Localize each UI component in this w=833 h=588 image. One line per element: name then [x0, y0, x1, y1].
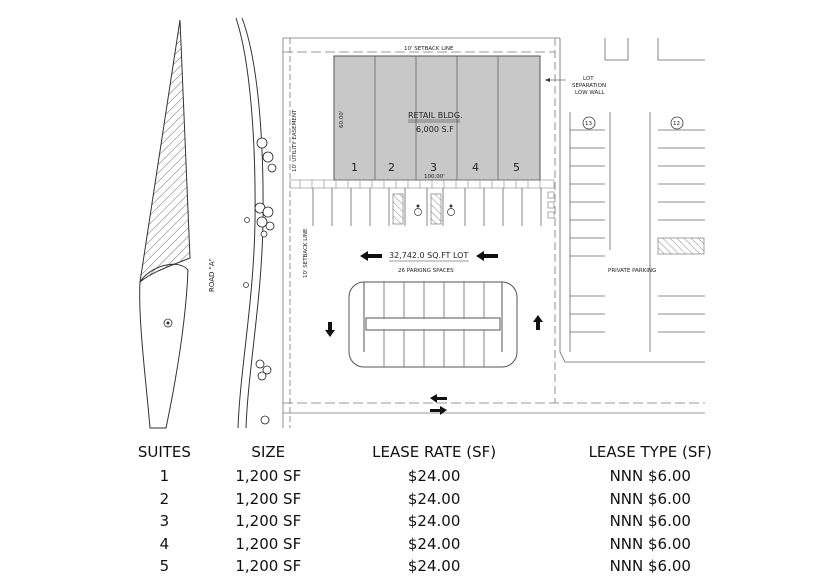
- road-pole-icon: [243, 282, 249, 288]
- road-pole-icon: [244, 217, 250, 223]
- arrow-up-icon: [533, 315, 543, 330]
- col-header-size: SIZE: [251, 443, 286, 462]
- cell-lease-type: NNN $6.00: [609, 489, 691, 508]
- arrow-right-icon: [430, 406, 447, 415]
- hatched-median-wedge: [139, 19, 191, 284]
- cell-lease-rate: $24.00: [407, 557, 461, 575]
- arrow-down-icon: [325, 322, 335, 337]
- svg-text:13: 13: [585, 121, 592, 127]
- col-header-lease-type: LEASE TYPE (SF): [588, 443, 712, 462]
- setback-line-left: 10' SETBACK LINE: [303, 228, 309, 278]
- lot-marker-12: 12: [670, 116, 684, 130]
- sidewalk: [289, 179, 555, 189]
- cell-size: 1,200 SF: [235, 489, 302, 508]
- cell-size: 1,200 SF: [235, 467, 302, 485]
- road-median: [139, 19, 191, 429]
- hatched-loading-area: [657, 237, 705, 255]
- cell-lease-rate: $24.00: [407, 467, 461, 485]
- cell-suite: 2: [159, 489, 170, 508]
- site-plan: ROAD "A" 10' SETBACK LINE 10' UTILITY EA…: [139, 17, 705, 429]
- lease-table: SUITES SIZE LEASE RATE (SF) LEASE TYPE (…: [118, 440, 758, 578]
- setback-line-top: 10' SETBACK LINE: [404, 46, 454, 52]
- suite-number: 2: [388, 161, 395, 174]
- median-light-pole-icon: [163, 318, 173, 328]
- accessible-parking-icon: [414, 204, 455, 216]
- utility-easement-label: 10' UTILITY EASEMENT: [292, 109, 298, 172]
- table-row: 1 1,200 SF $24.00 NNN $6.00: [118, 465, 758, 488]
- retail-building: RETAIL BLDG. 6,000 S.F 60.00' 100.00' 1 …: [333, 55, 541, 181]
- col-header-suites: SUITES: [137, 443, 191, 462]
- suite-number: 4: [472, 161, 479, 174]
- cell-lease-rate: $24.00: [407, 534, 461, 553]
- lot-area-label: 32,742.0 SQ.FT LOT 26 PARKING SPACES: [360, 251, 498, 274]
- arrow-left-icon: [360, 251, 382, 261]
- tree-icon: [254, 137, 277, 425]
- svg-text:LOT: LOT: [583, 76, 594, 82]
- suite-number: 3: [430, 161, 437, 174]
- cell-size: 1,200 SF: [235, 557, 302, 575]
- cell-lease-type: NNN $6.00: [609, 467, 691, 485]
- private-parking-area: [559, 38, 705, 363]
- cell-suite: 5: [159, 557, 170, 575]
- parking-stalls-top: [312, 188, 542, 226]
- arrow-left-icon: [430, 394, 447, 403]
- table-row: 5 1,200 SF $24.00 NNN $6.00: [118, 555, 758, 578]
- cell-lease-rate: $24.00: [407, 512, 461, 530]
- lot-boundary: [282, 37, 705, 428]
- cell-lease-type: NNN $6.00: [609, 534, 691, 553]
- parking-stalls-center: [383, 282, 485, 367]
- cell-suite: 4: [159, 534, 170, 553]
- lot-area: 32,742.0 SQ.FT LOT: [389, 251, 468, 260]
- road-label: ROAD "A": [208, 258, 216, 292]
- building-width: 100.00': [424, 174, 445, 180]
- center-parking-island: [348, 281, 518, 368]
- parking-spaces: 26 PARKING SPACES: [398, 268, 454, 274]
- building-area: 6,000 S.F: [416, 125, 454, 134]
- svg-text:12: 12: [673, 121, 680, 127]
- cell-lease-type: NNN $6.00: [609, 557, 691, 575]
- lot-marker-13: 13: [582, 116, 596, 130]
- private-parking-label: PRIVATE PARKING: [608, 268, 656, 274]
- accessible-aisle-hatch: [392, 193, 404, 225]
- suite-number: 5: [513, 161, 520, 174]
- table-row: 2 1,200 SF $24.00 NNN $6.00: [118, 488, 758, 511]
- median-island: [139, 263, 189, 429]
- building-depth: 60.00': [339, 111, 345, 128]
- cell-size: 1,200 SF: [235, 512, 302, 530]
- lease-table-header: SUITES SIZE LEASE RATE (SF) LEASE TYPE (…: [118, 440, 758, 465]
- cell-lease-type: NNN $6.00: [609, 512, 691, 530]
- table-row: 3 1,200 SF $24.00 NNN $6.00: [118, 510, 758, 533]
- cell-suite: 1: [159, 467, 170, 485]
- cell-size: 1,200 SF: [235, 534, 302, 553]
- svg-text:SEPARATION: SEPARATION: [572, 83, 606, 89]
- cell-suite: 3: [159, 512, 170, 530]
- building-name: RETAIL BLDG.: [408, 111, 463, 120]
- cell-lease-rate: $24.00: [407, 489, 461, 508]
- lot-separation-callout: LOT SEPARATION LOW WALL: [545, 76, 606, 96]
- arrow-left-icon: [476, 251, 498, 261]
- suite-number: 1: [351, 161, 358, 174]
- table-row: 4 1,200 SF $24.00 NNN $6.00: [118, 533, 758, 556]
- col-header-lease-rate: LEASE RATE (SF): [372, 443, 497, 462]
- svg-text:LOW WALL: LOW WALL: [575, 90, 605, 96]
- curb-notches: [547, 191, 555, 219]
- accessible-aisle-hatch: [430, 193, 442, 225]
